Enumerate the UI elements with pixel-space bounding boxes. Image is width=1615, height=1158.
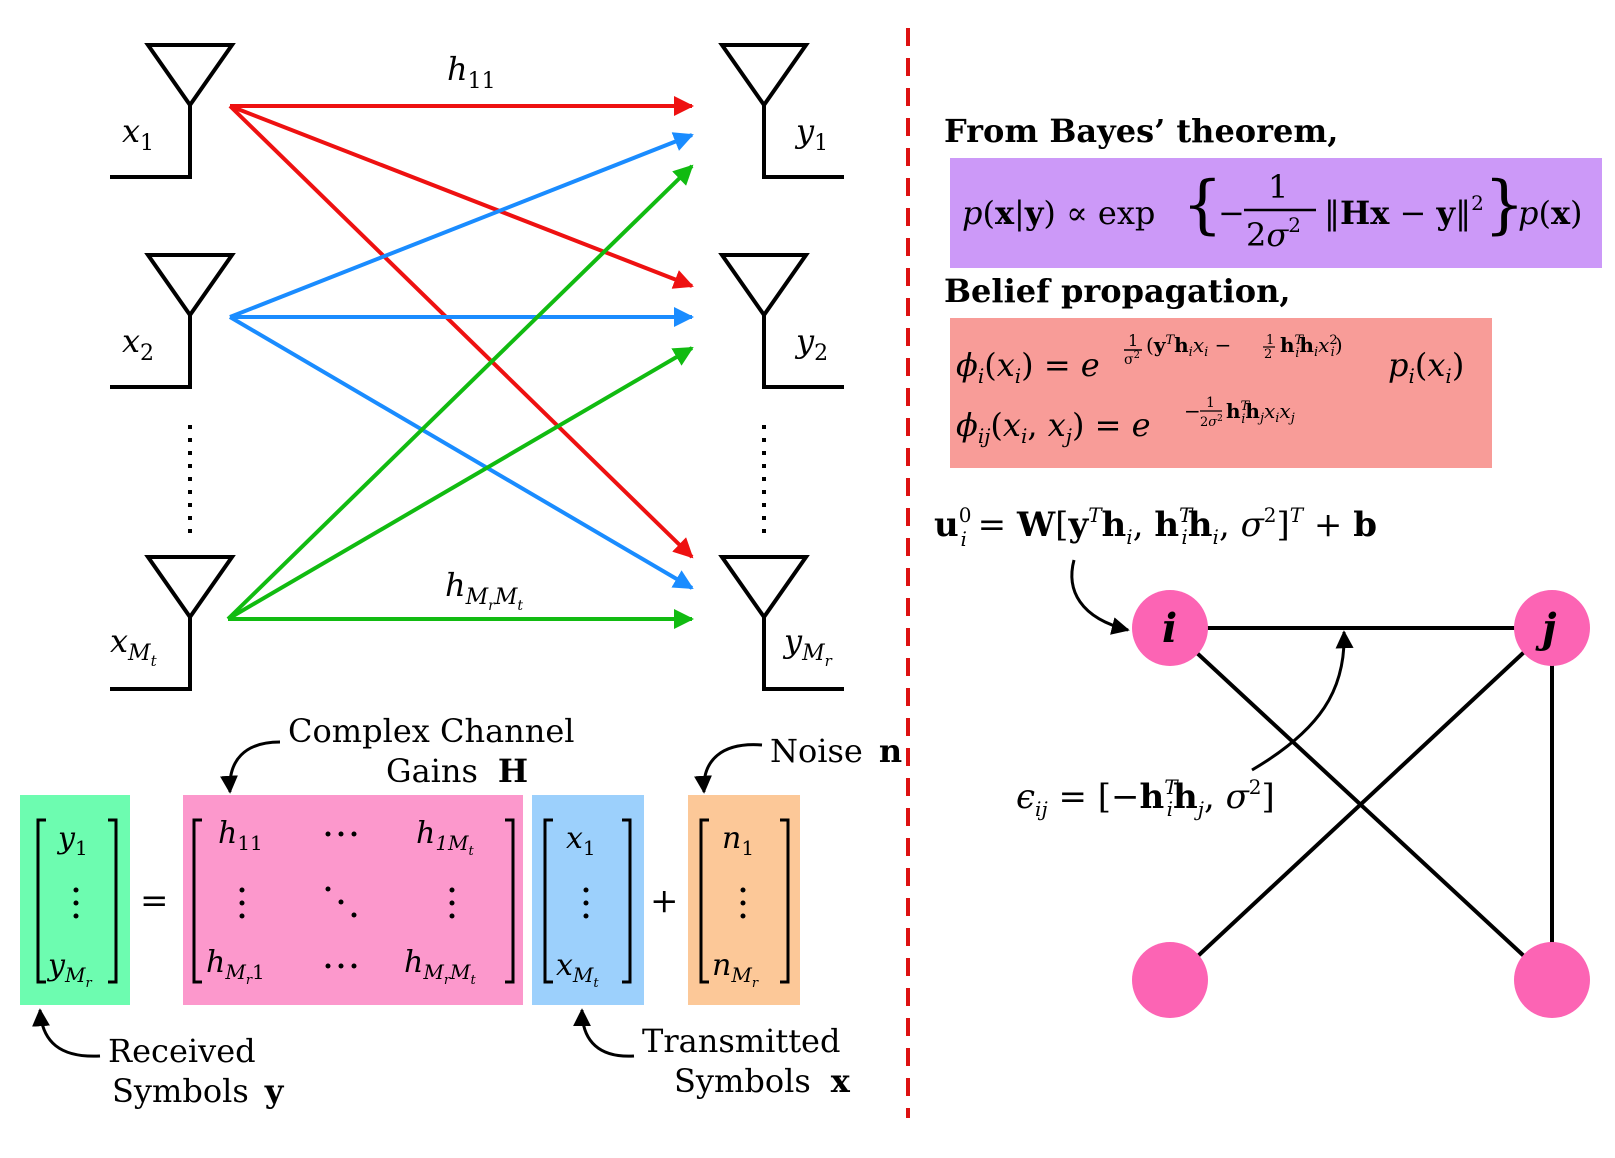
svg-text:2σ2: 2σ2 [1246, 213, 1301, 254]
h-matrix-cdots-bottom [325, 963, 357, 969]
transmitted-vector-box [532, 795, 644, 1005]
svg-text:p(x|y) ∝ exp: p(x|y) ∝ exp [962, 194, 1155, 232]
edge-j-bottomleft [1168, 626, 1552, 984]
h-matrix-vdots-right [449, 887, 455, 919]
rx-antenna-mr [718, 555, 844, 691]
channel-matrix-box [183, 795, 523, 1005]
edge-feature-arrow [1251, 630, 1354, 772]
channel-caption-arrow [220, 740, 281, 794]
link-label-h11: h11 [447, 50, 496, 94]
links-from-x1 [228, 96, 694, 559]
svg-text:{: { [1182, 168, 1223, 242]
link-xmt-y1 [226, 164, 694, 621]
bayes-formula-box [950, 158, 1602, 268]
svg-text:p(x): p(x) [1518, 194, 1583, 232]
bp-formula-box [950, 318, 1492, 468]
plus-sign: + [650, 881, 679, 921]
svg-text:1: 1 [1266, 333, 1274, 348]
n-vector-vdots [740, 887, 746, 919]
svg-text:‖Hx − y‖2: ‖Hx − y‖2 [1324, 191, 1484, 232]
graph-node-i [1132, 590, 1208, 666]
graph-node-bottom-left [1132, 942, 1208, 1018]
rx-label-1: y1 [794, 112, 828, 156]
svg-text:(yThixi −: (yThixi − [1146, 333, 1231, 360]
x-vector-top: x1 [566, 821, 596, 860]
bp-heading: Belief propagation, [944, 272, 1290, 310]
rx-label-2: y2 [794, 322, 828, 366]
graph-node-bottom-right [1514, 942, 1590, 1018]
graph-edges [1168, 626, 1554, 984]
h-matrix-hmrmt: hMrMt [404, 945, 477, 988]
link-x2-y1 [229, 132, 694, 319]
svg-text:2: 2 [1264, 347, 1272, 362]
link-x1-y2 [229, 104, 694, 289]
link-xmt-y2 [226, 346, 694, 621]
svg-text:ϕi(xi) = e: ϕi(xi) = e [956, 346, 1100, 388]
svg-text:}: } [1484, 168, 1525, 242]
h-matrix-vdots-left [239, 887, 245, 919]
noise-vector-box [688, 795, 800, 1005]
x-vector-vdots [583, 887, 589, 919]
rx-antenna-2 [718, 253, 844, 389]
h-matrix-hmr1: hMr1 [206, 945, 265, 988]
svg-text:1: 1 [1128, 331, 1138, 350]
rx-label-mr: yMr [782, 622, 833, 670]
node-embedding-arrow [1070, 559, 1130, 635]
bayes-heading: From Bayes’ theorem, [944, 112, 1338, 150]
received-caption-arrow [32, 1008, 101, 1058]
svg-text:1: 1 [1268, 168, 1288, 206]
link-label-hmrmt: hMrMt [445, 566, 523, 614]
equals-sign: = [140, 881, 169, 921]
h-matrix-h11: h11 [218, 816, 263, 855]
graph-node-j [1514, 590, 1590, 666]
y-vector-vdots [73, 887, 79, 919]
transmitted-caption-line1: Transmitted [642, 1022, 840, 1060]
received-caption-line1: Received [108, 1032, 256, 1070]
tx-label-mt: xMt [110, 622, 158, 670]
links-from-x2 [228, 132, 694, 590]
y-vector-top: y1 [56, 821, 88, 860]
h-matrix-h1mt: h1Mt [416, 816, 475, 859]
n-vector-bottom: nMr [712, 948, 759, 991]
noise-caption-arrow [694, 743, 763, 794]
x-vector-bottom: xMt [556, 948, 599, 991]
h-matrix-ddots [325, 886, 357, 918]
brackets [36, 818, 790, 984]
bayes-formula: p(x|y) ∝ exp { − 1 2σ2 ‖Hx − y‖2 } p(x) [962, 168, 1583, 254]
svg-text:pi(xi): pi(xi) [1388, 346, 1464, 388]
rx-antenna-1 [718, 43, 844, 179]
tx-label-1: x1 [122, 112, 154, 156]
svg-text:1: 1 [1206, 395, 1215, 411]
tx-antenna-1 [110, 43, 236, 179]
graph-node-i-label: i [1162, 605, 1177, 652]
link-x2-ymr [228, 315, 694, 590]
tx-label-2: x2 [122, 322, 154, 366]
links-from-xmt [226, 164, 694, 629]
svg-text:ϕij(xi, xj) = e: ϕij(xi, xj) = e [956, 406, 1151, 448]
svg-text:−: − [1184, 399, 1201, 423]
channel-caption-line1: Complex Channel [288, 712, 575, 750]
y-vector-bottom: yMr [46, 948, 92, 991]
h-matrix-cdots-top [325, 831, 357, 837]
link-x1-ymr [228, 104, 694, 559]
tx-antenna-2 [110, 253, 236, 389]
n-vector-top: n1 [722, 821, 754, 860]
transmitted-caption-arrow [573, 1008, 635, 1058]
tx-antenna-mt [110, 555, 236, 691]
svg-text:−: − [1218, 194, 1245, 232]
